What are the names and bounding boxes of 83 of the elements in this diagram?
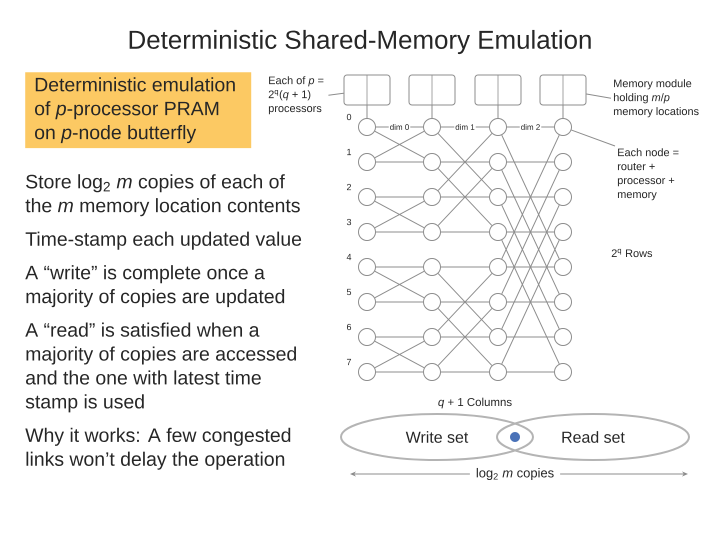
paragraph: Why it works: A few congested links won’t delay the operation: [25, 428, 290, 470]
dimension-label: log$_{2}$ m copies: [470, 466, 560, 482]
row-number: 6: [346, 324, 352, 330]
butterfly-node: [489, 363, 507, 381]
crossed-links: [438, 308, 492, 366]
butterfly-node: [423, 188, 441, 206]
annotation-text: 2$^{q}$ Rows: [612, 248, 652, 258]
paragraph: Store log$_{2}$ m copies of each of the m memory location contents: [26, 174, 300, 216]
butterfly-node: [358, 223, 376, 241]
crossed-links: [438, 273, 492, 331]
link-line: [366, 105, 368, 118]
paragraph: A “read” is satisfied when a majority of copies are accessed and the one with latest time stamp is used: [25, 322, 296, 412]
butterfly-node: [423, 328, 441, 346]
butterfly-node: [554, 328, 572, 346]
link-line: [562, 105, 564, 118]
leader-line: [570, 130, 616, 146]
highlight-box: Deterministic emulation of p-processor PRAM on p-node butterfly: [25, 72, 252, 148]
butterfly-node: [489, 328, 507, 346]
butterfly-node: [358, 153, 376, 171]
straight-link: [506, 336, 554, 338]
butterfly-node: [554, 153, 572, 171]
butterfly-node: [423, 223, 441, 241]
crossed-links: [501, 170, 560, 294]
butterfly-node: [358, 293, 376, 311]
butterfly-node: [554, 363, 572, 381]
annotation-text: Each of p = 2$^{q}$(q + 1) processors: [268, 76, 324, 114]
row-number: 3: [346, 218, 352, 226]
butterfly-node: [489, 118, 507, 136]
crossed-links: [501, 134, 560, 260]
butterfly-node: [358, 363, 376, 381]
crossed-links: [501, 204, 560, 330]
butterfly-node: [554, 258, 572, 276]
straight-link: [376, 336, 424, 338]
butterfly-node: [554, 223, 572, 241]
butterfly-node: [423, 118, 441, 136]
leader-line: [328, 92, 344, 96]
crossed-links: [374, 340, 425, 368]
straight-link: [440, 336, 490, 338]
straight-link: [376, 196, 424, 198]
butterfly-node: [554, 188, 572, 206]
row-number: 1: [347, 148, 352, 156]
annotation-text: q + 1 Columns: [438, 398, 512, 408]
butterfly-node: [358, 258, 376, 276]
row-number: 2: [346, 184, 352, 190]
paragraph: Time-stamp each updated value: [26, 232, 302, 250]
straight-link: [440, 196, 490, 198]
row-number: 7: [346, 358, 352, 366]
row-number: 4: [346, 254, 352, 260]
butterfly-node: [358, 328, 376, 346]
annotation-text: Memory module holding m/p memory locations: [614, 79, 699, 118]
module-box: [344, 74, 390, 106]
butterfly-node: [423, 153, 441, 171]
crossed-links: [438, 168, 492, 226]
butterfly-node: [489, 258, 507, 276]
straight-link: [440, 266, 490, 268]
butterfly-node: [423, 258, 441, 276]
paragraph: A “write” is complete once a majority of copies are updated: [25, 265, 284, 308]
butterfly-node: [423, 363, 441, 381]
crossed-links: [438, 133, 492, 191]
butterfly-node: [489, 293, 507, 311]
crossed-links: [501, 240, 560, 364]
butterfly-node: [358, 188, 376, 206]
crossed-links: [374, 130, 425, 158]
straight-link: [506, 196, 554, 198]
butterfly-node: [489, 153, 507, 171]
annotation-text: Each node = router + processor + memory: [618, 148, 678, 200]
module-box: [474, 74, 522, 106]
module-box: [408, 74, 456, 106]
title: Deterministic Shared-Memory Emulation: [130, 30, 591, 54]
row-number: 5: [346, 288, 352, 296]
butterfly-node: [423, 293, 441, 311]
crossed-links: [374, 270, 425, 298]
module-box: [540, 74, 586, 106]
crossed-links: [374, 200, 425, 228]
straight-link: [376, 266, 424, 268]
row-number: 0: [346, 114, 352, 120]
butterfly-node: [358, 118, 376, 136]
butterfly-node: [554, 293, 572, 311]
butterfly-node: [489, 188, 507, 206]
leader-line: [586, 94, 612, 99]
butterfly-node: [489, 223, 507, 241]
straight-link: [506, 266, 554, 268]
butterfly-node: [554, 118, 572, 136]
